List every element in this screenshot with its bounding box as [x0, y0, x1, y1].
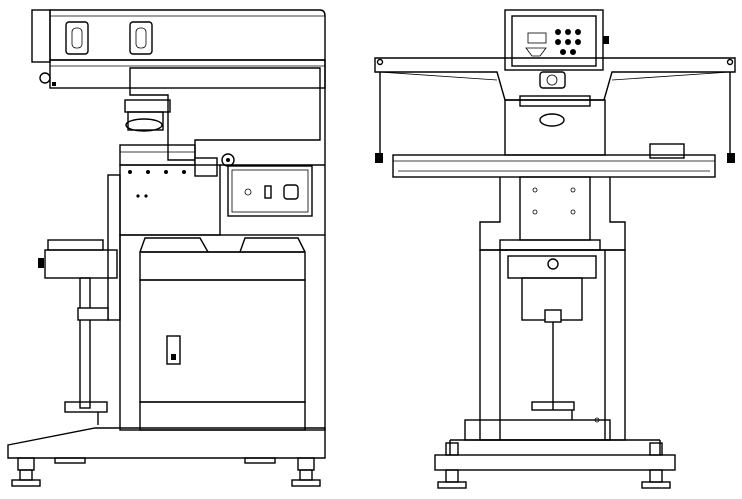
pad-arm: [119, 67, 321, 177]
control-head: [504, 9, 609, 89]
rail-plate: [49, 59, 326, 89]
pad-assembly: [504, 95, 685, 159]
print-head: [31, 9, 326, 84]
side-view: [7, 9, 326, 487]
side-table: [38, 239, 118, 425]
front-view: [374, 9, 736, 489]
front-column: [479, 176, 626, 420]
side-base: [7, 427, 326, 487]
control-box: [227, 165, 313, 217]
cabinet: [119, 234, 326, 431]
front-base: [434, 439, 676, 489]
